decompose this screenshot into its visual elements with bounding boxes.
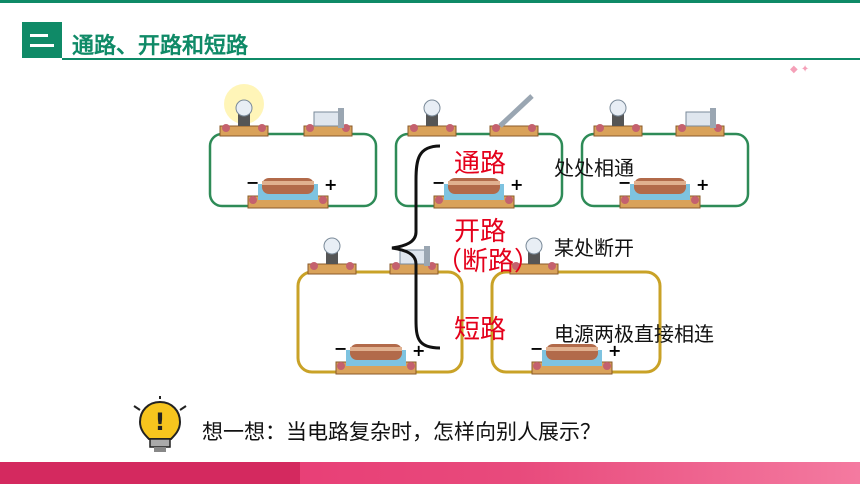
battery-minus-mark: − <box>432 173 445 192</box>
battery-plus-mark: + <box>696 175 709 194</box>
top-rule <box>0 0 860 3</box>
footer-bar <box>0 462 860 484</box>
battery-minus-mark: − <box>246 173 259 192</box>
battery-plus-mark: + <box>324 175 337 194</box>
desc-short-circuit: 电源两极直接相连 <box>554 322 714 346</box>
badge-stroke-top <box>30 34 48 37</box>
grouping-brace <box>391 144 441 350</box>
section-number-badge <box>22 22 62 58</box>
battery-minus-mark: − <box>334 339 347 358</box>
svg-text:!: ! <box>155 408 166 436</box>
battery-plus-mark: + <box>412 341 425 360</box>
header-underline <box>62 58 860 60</box>
battery-plus-mark: + <box>510 175 523 194</box>
label-open-circuit: 开路 <box>454 217 507 247</box>
battery-minus-mark: − <box>618 173 631 192</box>
label-short-circuit: 短路 <box>454 315 507 345</box>
circuit-short-1 <box>296 238 464 375</box>
page-title: 通路、开路和短路 <box>72 34 249 59</box>
circuit-open <box>394 94 564 209</box>
desc-closed-circuit: 处处相通 <box>554 156 634 180</box>
battery-minus-mark: − <box>530 339 543 358</box>
circuit-closed <box>208 84 378 209</box>
label-open-circuit-alt: （断路） <box>436 247 541 277</box>
circuit-closed-2 <box>580 100 750 209</box>
battery-plus-mark: + <box>608 341 621 360</box>
badge-stroke-bottom <box>30 44 54 47</box>
decorative-dots: ◆ ✦ <box>790 64 810 75</box>
lightbulb-icon: ! <box>133 396 187 452</box>
desc-open-circuit: 某处断开 <box>554 236 634 260</box>
label-closed-circuit: 通路 <box>454 149 507 179</box>
think-prompt: 想一想：当电路复杂时，怎样向别人展示？ <box>202 420 601 444</box>
circuit-short-2 <box>490 238 662 375</box>
